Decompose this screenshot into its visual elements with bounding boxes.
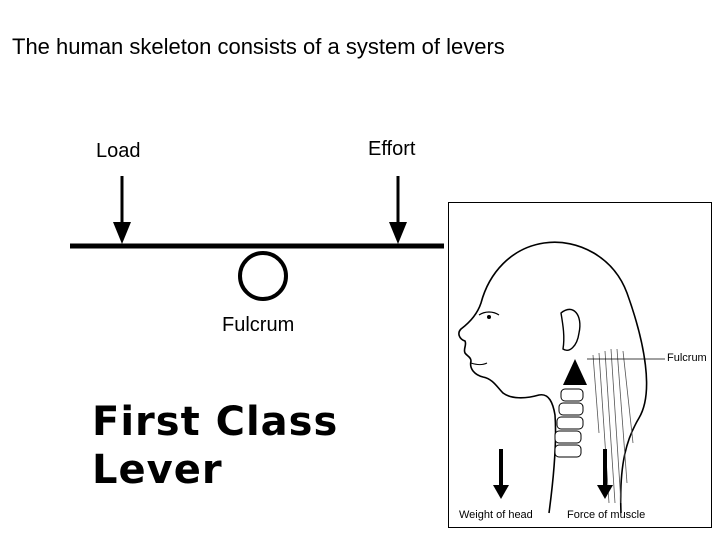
eye (478, 311, 500, 316)
neck-muscle-shading (592, 348, 634, 504)
muscle-force-arrow (597, 449, 613, 499)
lever-class-line1: First Class (92, 399, 339, 445)
effort-label: Effort (368, 138, 416, 160)
fulcrum-label: Fulcrum (222, 314, 295, 336)
lever-class-line2: Lever (92, 447, 223, 493)
ear (560, 308, 581, 351)
lever-class-title: First Class Lever (92, 398, 338, 494)
fulcrum-circle (238, 251, 288, 301)
figure-fulcrum-label: Fulcrum (667, 352, 707, 364)
effort-arrow (389, 176, 407, 244)
fulcrum-triangle (563, 359, 587, 385)
head-outline (458, 241, 648, 514)
force-of-muscle-label: Force of muscle (567, 509, 646, 521)
head-lever-figure: Fulcrum Weight of head Force of muscle (448, 202, 712, 528)
weight-arrow (493, 449, 509, 499)
head-neck-illustration (458, 241, 665, 514)
page-title: The human skeleton consists of a system … (12, 34, 505, 59)
vertebrae (554, 388, 584, 458)
load-label: Load (96, 140, 141, 162)
weight-of-head-label: Weight of head (459, 509, 533, 521)
load-arrow (113, 176, 131, 244)
